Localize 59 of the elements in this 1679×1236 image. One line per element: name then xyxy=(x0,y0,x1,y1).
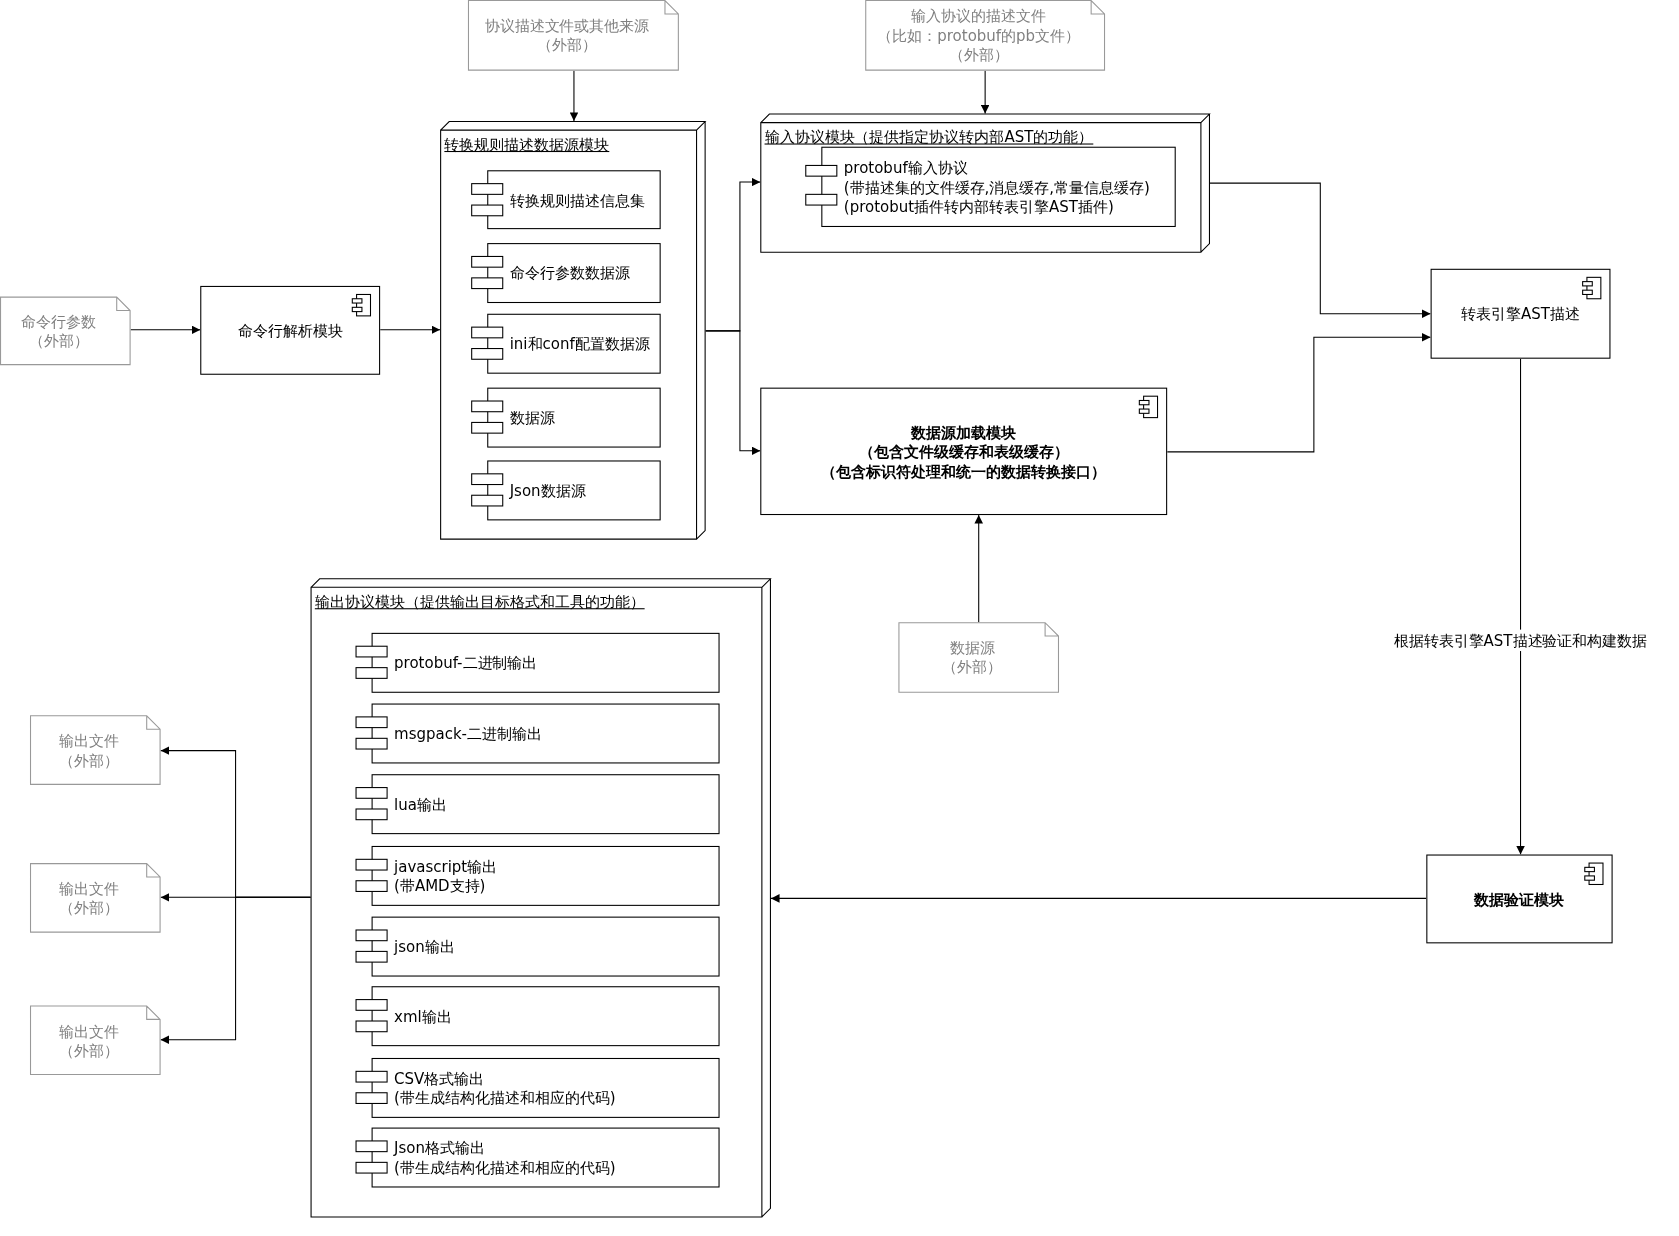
arrow xyxy=(705,330,761,456)
arrow xyxy=(1516,358,1525,856)
note-label: 输出文件 xyxy=(58,878,119,898)
note-label: （外部） xyxy=(28,330,89,351)
module-title: 输出协议模块（提供输出目标格式和工具的功能） xyxy=(314,592,645,612)
arrow xyxy=(1209,182,1432,319)
note-label: （外部） xyxy=(58,897,119,918)
component-label: Json数据源 xyxy=(509,480,587,501)
component-label: (带AMD支持) xyxy=(394,876,487,896)
module-title: 输入协议模块（提供指定协议转内部AST的功能） xyxy=(764,127,1094,147)
component-label: （包含标识符处理和统一的数据转换接口） xyxy=(821,461,1107,481)
component-label: 数据验证模块 xyxy=(1474,889,1565,909)
note-label: （外部） xyxy=(948,45,1009,65)
component-label: (带生成结构化描述和相应的代码) xyxy=(394,1088,617,1108)
component-label: (带描述集的文件缓存,消息缓存,常量信息缓存) xyxy=(843,177,1151,197)
component-label: (protobut插件转内部转表引擎AST插件) xyxy=(843,196,1115,216)
component-box xyxy=(200,285,381,375)
arrow xyxy=(770,894,1427,903)
component-box xyxy=(1430,268,1611,359)
component-label: lua输出 xyxy=(394,794,448,814)
component-label: 数据源 xyxy=(509,408,556,428)
component-label: 命令行参数数据源 xyxy=(509,263,631,283)
note-label: （外部） xyxy=(537,35,597,55)
note-label: （外部） xyxy=(58,750,119,770)
note-label: 输入协议的描述文件 xyxy=(911,6,1047,26)
component-label: （包含文件级缓存和表级缓存） xyxy=(858,441,1069,461)
arrow xyxy=(974,514,983,623)
component-label: Json格式输出 xyxy=(394,1138,486,1158)
component-label: msgpack-二进制输出 xyxy=(394,723,543,744)
component-label: CSV格式输出 xyxy=(394,1068,486,1088)
note-label: 协议描述文件或其他来源 xyxy=(484,16,650,36)
component-label: json输出 xyxy=(394,937,456,957)
component-label: protobuf输入协议 xyxy=(843,158,969,178)
arrow xyxy=(1166,333,1432,453)
edge-label: 根据转表引擎AST描述验证和构建数据 xyxy=(1391,629,1650,652)
note-label: （外部） xyxy=(58,1040,119,1060)
arrow xyxy=(160,896,312,1045)
component-label: ini和conf配置数据源 xyxy=(509,334,651,354)
component-box xyxy=(1426,854,1613,944)
arrow xyxy=(569,70,579,122)
component-box xyxy=(760,387,1168,516)
note-label: 输出文件 xyxy=(58,730,119,751)
component-label: protobuf-二进制输出 xyxy=(394,653,539,673)
arrow xyxy=(130,325,201,335)
component-label: xml输出 xyxy=(394,1006,453,1026)
note-label: 输出文件 xyxy=(58,1021,119,1041)
arrow xyxy=(980,70,990,115)
note-label: 数据源 xyxy=(949,638,995,658)
note-label: （外部） xyxy=(942,657,1003,677)
module-title: 转换规则描述数据源模块 xyxy=(444,135,610,155)
note-label: 命令行参数 xyxy=(21,311,97,331)
component-label: 转表引擎AST描述 xyxy=(1461,304,1580,324)
component-label: (带生成结构化描述和相应的代码) xyxy=(394,1157,617,1177)
note-label: （比如：protobuf的pb文件） xyxy=(877,25,1081,45)
component-label: javascript输出 xyxy=(394,856,499,876)
component-label: 数据源加载模块 xyxy=(911,422,1017,442)
component-label: 转换规则描述信息集 xyxy=(509,190,646,210)
arrow xyxy=(379,325,441,335)
component-label: 命令行解析模块 xyxy=(237,320,343,340)
